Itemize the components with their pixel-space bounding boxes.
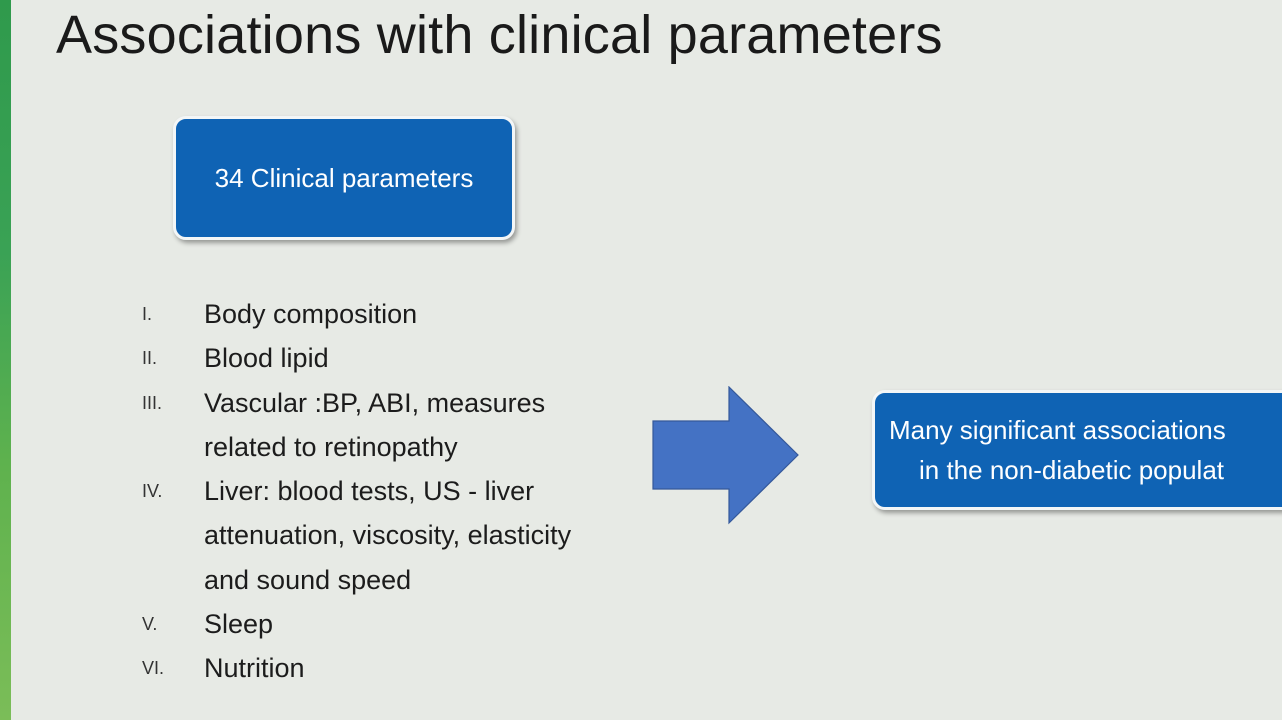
list-item-text: related to retinopathy bbox=[204, 431, 458, 462]
list-item: II. Blood lipid bbox=[140, 336, 644, 380]
list-item-text: Nutrition bbox=[204, 653, 305, 684]
list-item-number: VI. bbox=[142, 658, 165, 679]
list-item-text: Blood lipid bbox=[204, 343, 329, 374]
list-item-number: V. bbox=[142, 614, 158, 635]
list-item-text: Vascular :BP, ABI, measures bbox=[204, 387, 546, 418]
list-item-text: attenuation, viscosity, elasticity bbox=[204, 520, 572, 551]
list-item: I. Body composition bbox=[140, 292, 644, 336]
list-item-number: I. bbox=[142, 304, 153, 324]
list-item: VI. Nutrition bbox=[140, 646, 644, 690]
associations-text-line-2: in the non-diabetic populat bbox=[919, 455, 1225, 485]
list-item: V. Sleep bbox=[140, 602, 644, 646]
list-item-text: and sound speed bbox=[204, 564, 412, 595]
list-item-text: Liver: blood tests, US - liver bbox=[204, 476, 535, 507]
side-accent-stripe bbox=[0, 0, 11, 720]
associations-text-line-1: Many significant associations bbox=[889, 415, 1226, 445]
slide-title: Associations with clinical parameters bbox=[56, 5, 943, 65]
clinical-parameters-label: 34 Clinical parameters bbox=[214, 162, 474, 193]
list-item: III. Vascular :BP, ABI, measures related… bbox=[140, 381, 644, 470]
list-item-number: III. bbox=[142, 392, 163, 413]
parameter-list: I. Body composition II. Blood lipid III.… bbox=[140, 292, 644, 691]
list-item-text: Body composition bbox=[204, 299, 418, 329]
right-arrow-icon bbox=[652, 386, 799, 525]
list-item: IV. Liver: blood tests, US - liver atten… bbox=[140, 469, 644, 602]
list-item-text: Sleep bbox=[204, 609, 274, 640]
list-item-number: II. bbox=[142, 348, 158, 369]
associations-box: Many significant associations in the non… bbox=[872, 390, 1282, 510]
list-item-number: IV. bbox=[142, 481, 163, 502]
clinical-parameters-box: 34 Clinical parameters bbox=[173, 116, 515, 240]
